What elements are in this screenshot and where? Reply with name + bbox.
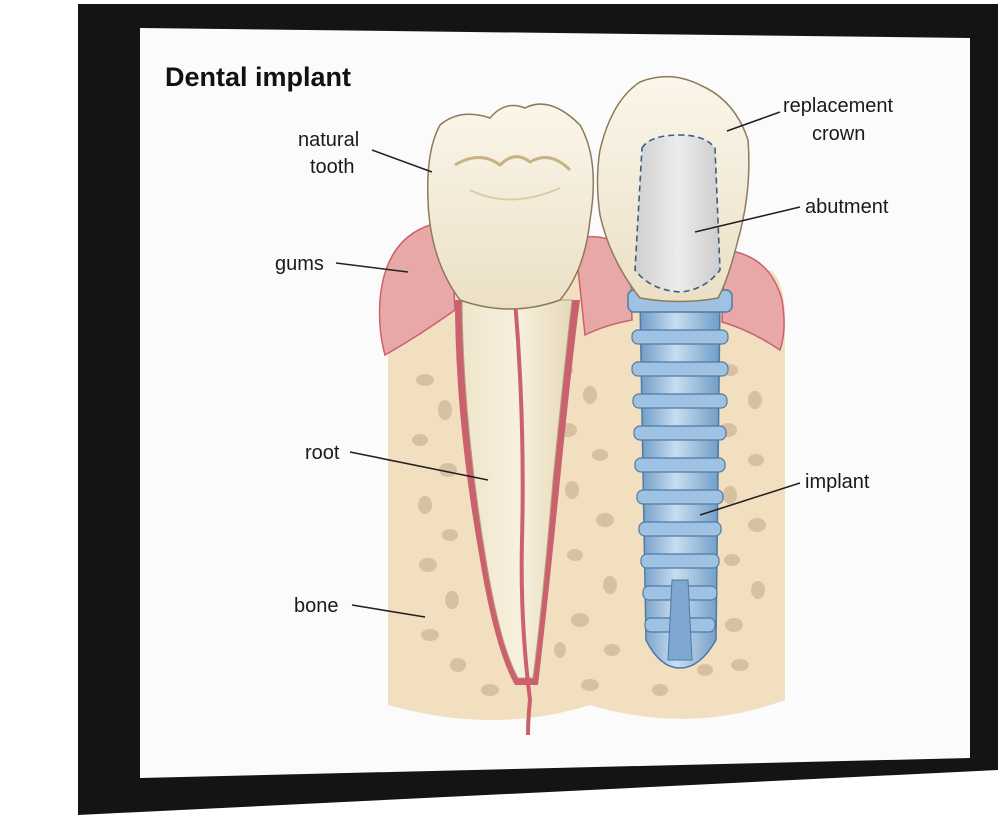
leader-gums <box>335 262 409 273</box>
leader-natural-tooth <box>371 149 433 173</box>
leader-root <box>349 451 489 481</box>
label-replacement-crown-line1: replacement <box>783 95 894 117</box>
label-bone: bone <box>294 595 426 618</box>
label-natural-tooth-line1: natural <box>298 129 359 151</box>
leader-bone <box>351 604 426 618</box>
abutment-shape <box>634 134 721 293</box>
implant-assembly <box>596 76 750 669</box>
implant-screw <box>631 299 729 669</box>
natural-tooth-shape <box>427 103 595 736</box>
leader-replacement-crown <box>726 111 781 132</box>
bone-pores <box>412 364 766 696</box>
label-replacement-crown-line2: crown <box>812 123 865 145</box>
label-gums: gums <box>275 253 409 275</box>
label-root: root <box>305 442 489 481</box>
label-natural-tooth: natural tooth <box>298 129 433 178</box>
diagram-title: Dental implant <box>165 62 351 92</box>
label-abutment-text: abutment <box>805 196 889 218</box>
leader-implant <box>699 482 801 516</box>
label-natural-tooth-line2: tooth <box>310 156 354 178</box>
label-abutment: abutment <box>694 196 889 233</box>
label-replacement-crown: replacement crown <box>726 95 894 145</box>
label-root-text: root <box>305 442 340 464</box>
leader-abutment <box>694 206 801 233</box>
label-implant: implant <box>699 471 870 516</box>
label-bone-text: bone <box>294 595 339 617</box>
label-implant-text: implant <box>805 471 870 493</box>
label-gums-text: gums <box>275 253 324 275</box>
gums-tissue <box>378 224 785 357</box>
